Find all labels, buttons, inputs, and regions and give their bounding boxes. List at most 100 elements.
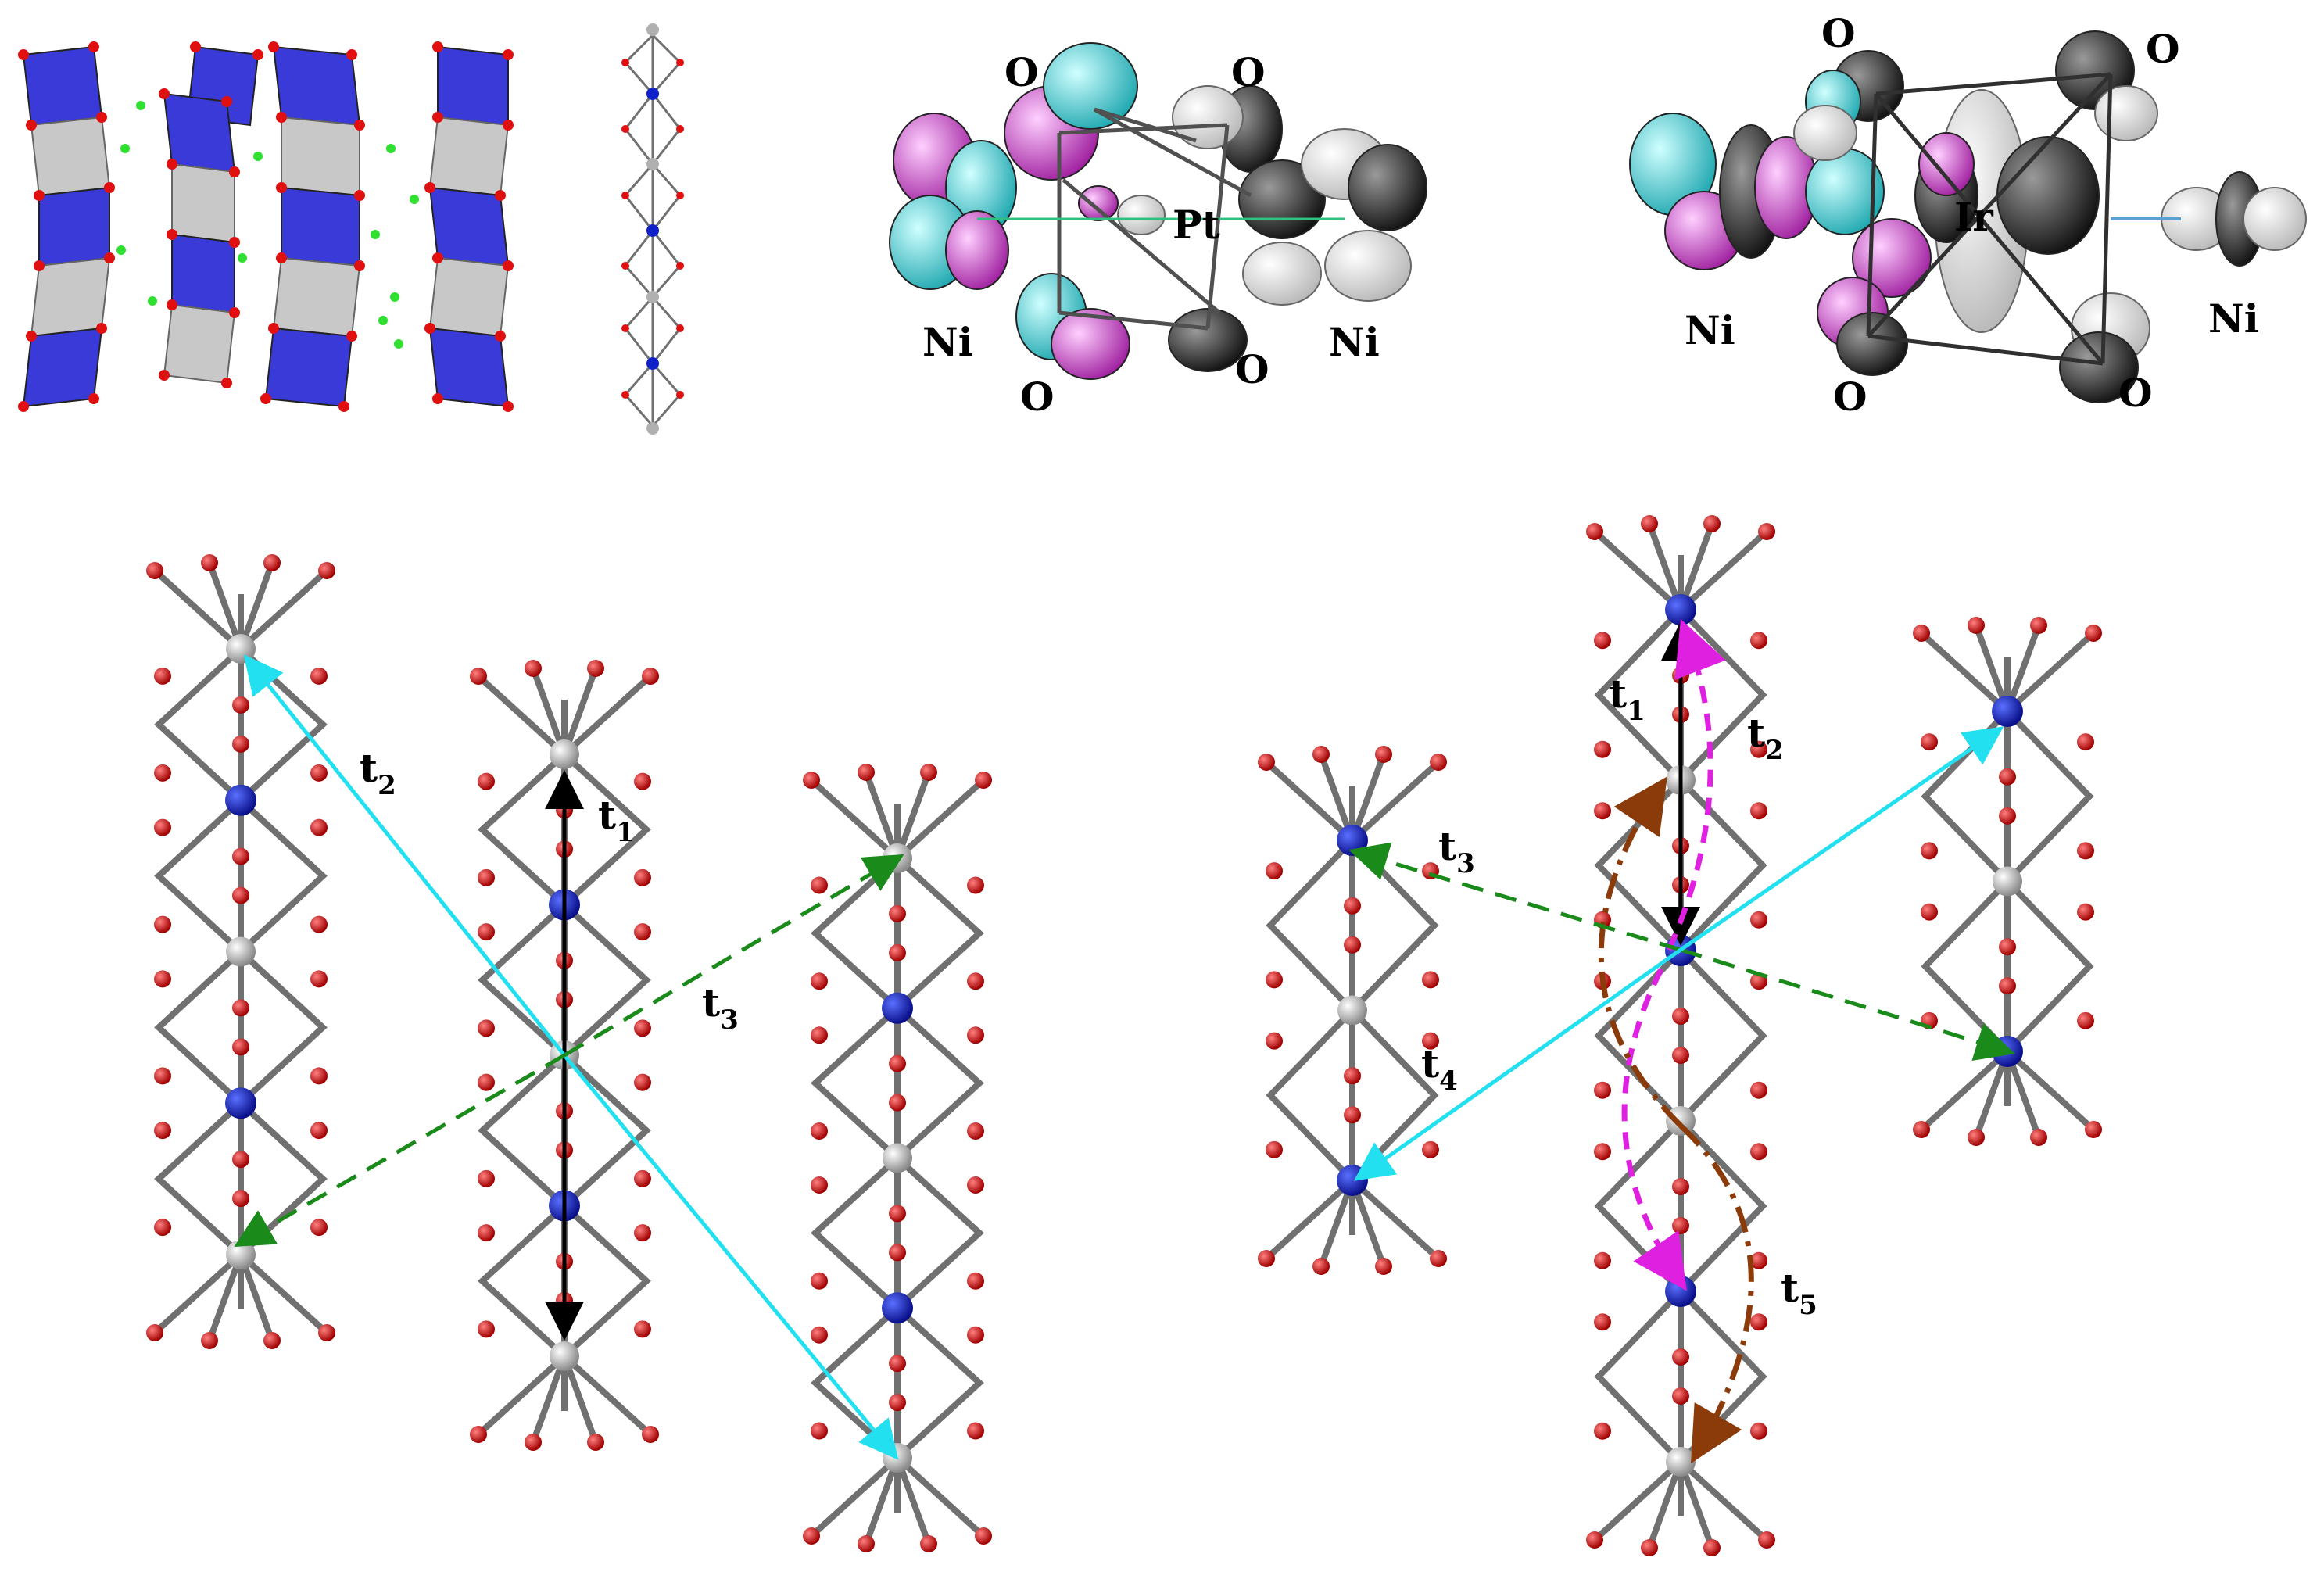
atom-chain (146, 554, 335, 1349)
oxygen-atom (478, 772, 495, 790)
hopping-right-panel: t1 t2 t3 t4 t5 (1348, 618, 2015, 1464)
oxygen-atom (1266, 971, 1283, 989)
pt-oxygen-top-right: O (1231, 49, 1266, 95)
metal-atom (226, 634, 256, 664)
oxygen-atom (310, 1122, 328, 1140)
t3-arrow-down-left (234, 1053, 566, 1248)
oxygen-atom (634, 1169, 651, 1187)
oxygen-atom (1968, 617, 1985, 634)
ir-oxygen-bottom-left: O (1833, 374, 1867, 420)
hopping-left-panel: t1 t2 t3 (234, 654, 904, 1460)
oxygen-atom (889, 943, 906, 961)
oxygen-atom (1750, 1251, 1767, 1269)
oxygen-atom (634, 1224, 651, 1242)
chlorine-atoms (116, 101, 419, 349)
oxygen-atom (1258, 754, 1275, 771)
oxygen-atom (1594, 1251, 1611, 1269)
oxygen-atom (310, 1219, 328, 1237)
oxygen-atom (310, 970, 328, 988)
oxygen-atom (967, 972, 984, 990)
oxygen-atom (1594, 802, 1611, 820)
oxygen-atom (1999, 768, 2016, 786)
oxygen-atom (1266, 1140, 1283, 1158)
oxygen-atom (201, 554, 218, 571)
t1-label-left: t1 (598, 792, 635, 848)
oxygen-atom (1641, 515, 1658, 532)
oxygen-atom (811, 1326, 828, 1344)
oxygen-atom (146, 1324, 163, 1341)
oxygen-atom (2085, 1121, 2102, 1138)
oxygen-atom (889, 1054, 906, 1072)
pt-oxygen-top-left: O (1004, 49, 1039, 95)
oxygen-atom (1672, 1047, 1689, 1064)
oxygen-atom (1312, 746, 1330, 763)
oxygen-atom (2030, 1129, 2047, 1146)
ni-atom (882, 992, 913, 1024)
oxygen-atom (1913, 1121, 1930, 1138)
oxygen-atom (811, 1272, 828, 1290)
oxygen-atom (1703, 1539, 1721, 1556)
metal-atom (550, 739, 579, 769)
oxygen-atom (1758, 1531, 1775, 1549)
atom-chain (1258, 746, 1447, 1275)
oxygen-atom (811, 972, 828, 990)
t2-label-left: t2 (360, 745, 396, 801)
oxygen-atom (1672, 1348, 1689, 1366)
oxygen-atom (634, 868, 651, 886)
oxygen-atom (889, 1394, 906, 1412)
oxygen-atom (154, 818, 171, 836)
metal-atom (1666, 1106, 1696, 1136)
oxygen-atom (201, 1332, 218, 1349)
oxygen-atom (1968, 1129, 1985, 1146)
oxygen-atom (154, 764, 171, 782)
t3-arrow-left-right (1348, 842, 1681, 952)
oxygen-atom (1641, 1539, 1658, 1556)
oxygen-atom (858, 764, 875, 781)
t5-label-right: t5 (1781, 1265, 1817, 1321)
oxygen-atom (811, 876, 828, 894)
metal-atom (226, 1240, 256, 1269)
t3-arrow-up-left (563, 854, 904, 1058)
oxygen-atom (1750, 632, 1767, 650)
oxygen-atom (470, 668, 487, 685)
oxygen-atom (478, 1224, 495, 1242)
oxygen-atom (1750, 1143, 1767, 1161)
oxygen-atom (1913, 625, 1930, 642)
t4-label-right: t4 (1421, 1040, 1458, 1097)
pt-oxygen-bottom-right: O (1235, 346, 1269, 392)
oxygen-atom (1422, 1140, 1439, 1158)
oxygen-atom (154, 667, 171, 685)
oxygen-atom (967, 1176, 984, 1194)
oxygen-atom (1750, 1081, 1767, 1099)
oxygen-atom (232, 1038, 249, 1056)
oxygen-atom (1266, 862, 1283, 880)
t2-arrow-down-right (1621, 968, 1687, 1291)
oxygen-atom (263, 1332, 281, 1349)
oxygen-atom (2077, 733, 2094, 751)
oxygen-atom (1921, 842, 1938, 860)
oxygen-atom (2077, 903, 2094, 921)
t2-arrow-down-left (563, 1054, 899, 1460)
ni-atom (1337, 825, 1368, 856)
oxygen-atom (1672, 1217, 1689, 1234)
octahedra-chain-1 (22, 45, 111, 408)
atom-chain (1913, 617, 2102, 1146)
t2-label-right: t2 (1747, 710, 1784, 766)
oxygen-atom (154, 1067, 171, 1085)
oxygen-atom (232, 999, 249, 1017)
oxygen-atom (478, 1169, 495, 1187)
oxygen-atom (1921, 733, 1938, 751)
oxygen-atom (1750, 740, 1767, 758)
oxygen-atom (478, 1019, 495, 1037)
metal-atom (226, 936, 256, 967)
t5-arrow-up-right (1598, 776, 1683, 1128)
atom-chain (803, 764, 992, 1552)
oxygen-atom (634, 1320, 651, 1338)
oxygen-atom (803, 772, 820, 789)
ni-atom (1992, 696, 2023, 727)
oxygen-atom (967, 1026, 984, 1044)
chain-side-view (621, 23, 684, 435)
oxygen-atom (525, 660, 542, 677)
ni-atom (225, 1087, 256, 1119)
oxygen-atom (889, 904, 906, 922)
